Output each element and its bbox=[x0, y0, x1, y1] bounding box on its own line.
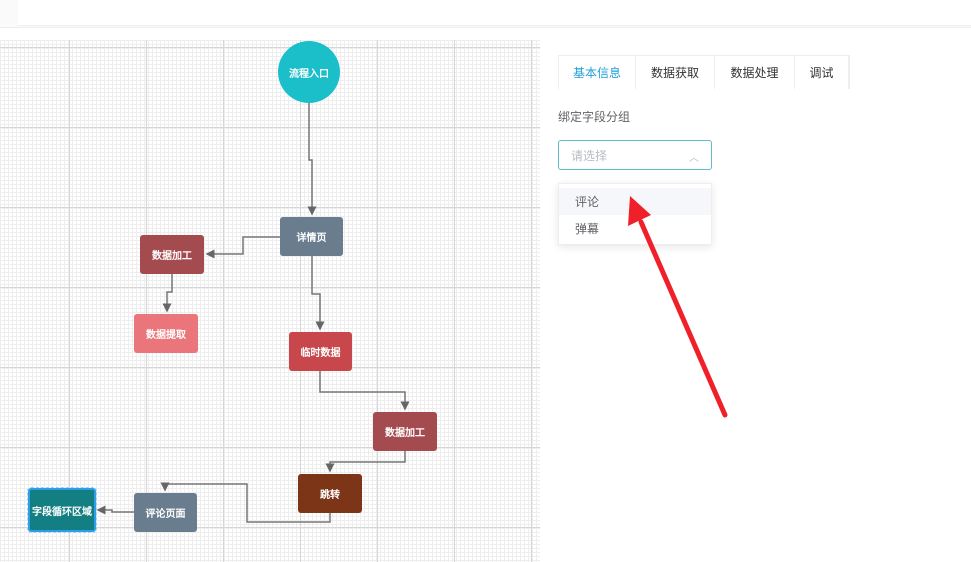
node-comment-page[interactable]: 评论页面 bbox=[134, 493, 197, 532]
option-danmaku[interactable]: 弹幕 bbox=[575, 222, 600, 236]
node-jump[interactable]: 跳转 bbox=[298, 474, 362, 513]
edge bbox=[319, 371, 410, 411]
chevron-up-icon: ︿ bbox=[689, 153, 699, 164]
flow-canvas[interactable] bbox=[0, 40, 540, 562]
tab-data-fetch[interactable]: 数据获取 bbox=[636, 56, 715, 89]
tab-data-process[interactable]: 数据处理 bbox=[715, 56, 795, 89]
edge bbox=[205, 236, 280, 259]
top-bar bbox=[0, 0, 971, 28]
tabs: 基本信息 数据获取 数据处理 调试 bbox=[558, 55, 850, 89]
select-dropdown: 评论 弹幕 bbox=[558, 183, 712, 245]
tab-basic-info[interactable]: 基本信息 bbox=[559, 56, 636, 89]
field-group-select[interactable]: 请选择 ︿ bbox=[558, 140, 712, 170]
edge bbox=[96, 505, 134, 515]
node-flow-entry[interactable]: 流程入口 bbox=[278, 41, 340, 103]
edge bbox=[160, 482, 331, 523]
node-data-process[interactable]: 数据加工 bbox=[140, 235, 204, 274]
tab-debug[interactable]: 调试 bbox=[795, 56, 849, 89]
properties-panel: 基本信息 数据获取 数据处理 调试 绑定字段分组 请选择 ︿ 评论 弹幕 bbox=[541, 40, 971, 562]
field-group-label: 绑定字段分组 bbox=[558, 110, 631, 124]
edge bbox=[311, 256, 325, 331]
flow-edges bbox=[96, 103, 410, 523]
select-placeholder: 请选择 bbox=[571, 148, 608, 163]
edge bbox=[162, 274, 173, 313]
edge bbox=[307, 103, 317, 216]
top-input[interactable] bbox=[18, 0, 971, 26]
node-data-process-2[interactable]: 数据加工 bbox=[373, 412, 437, 451]
node-detail-page[interactable]: 详情页 bbox=[280, 217, 343, 256]
node-data-extract[interactable]: 数据提取 bbox=[134, 314, 198, 353]
edge bbox=[325, 451, 406, 473]
node-field-loop-area[interactable]: 字段循环区域 bbox=[27, 487, 97, 533]
node-temp-data[interactable]: 临时数据 bbox=[289, 332, 352, 371]
